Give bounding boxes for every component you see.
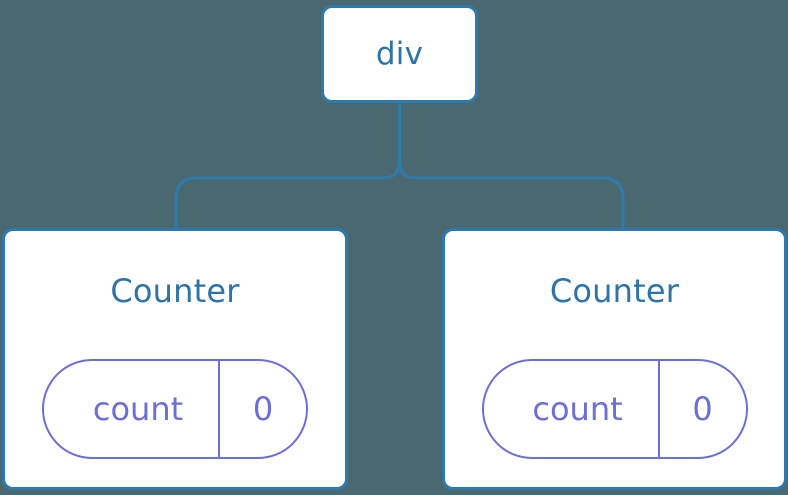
edge-to-counter-right <box>398 152 625 231</box>
state-value-right: 0 <box>692 390 713 428</box>
edge-to-counter-left <box>174 152 401 231</box>
node-div[interactable]: div <box>321 5 478 103</box>
state-key-right: count <box>484 361 660 457</box>
node-counter-left[interactable]: Counter count 0 <box>2 228 348 490</box>
state-pill-left[interactable]: count 0 <box>42 359 308 459</box>
node-div-label: div <box>375 35 424 72</box>
state-pill-right[interactable]: count 0 <box>481 359 748 459</box>
node-counter-right[interactable]: Counter count 0 <box>442 228 787 490</box>
state-key-left: count <box>44 361 220 457</box>
node-counter-right-label: Counter <box>549 272 680 310</box>
node-counter-left-label: Counter <box>110 272 240 310</box>
state-value-left: 0 <box>252 390 274 428</box>
